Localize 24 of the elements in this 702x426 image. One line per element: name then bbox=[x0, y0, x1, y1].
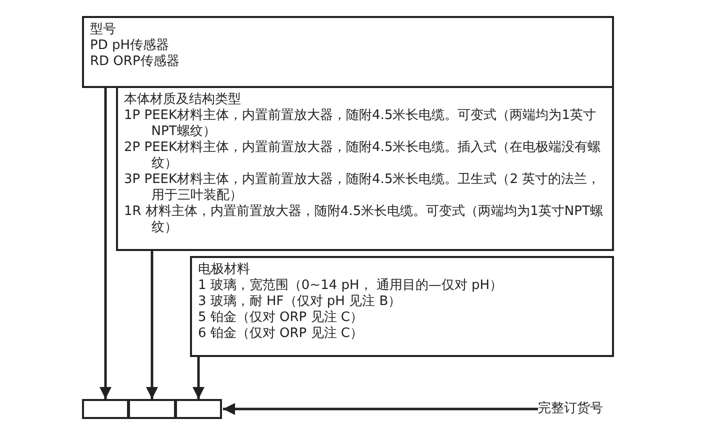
arrow bbox=[146, 251, 158, 399]
option-text: 2P PEEK材料主体，内置前置放大器，随附4.5米长电缆。插入式（在电极端没有螺纹） bbox=[124, 140, 602, 172]
option-text: 3P PEEK材料主体，内置前置放大器，随附4.5米长电缆。卫生式（2 英寸的法兰，用于三叶装配） bbox=[124, 172, 602, 204]
arrow bbox=[192, 357, 204, 399]
order-code-box bbox=[175, 399, 222, 419]
arrow bbox=[100, 88, 112, 399]
arrow bbox=[223, 403, 538, 415]
option-text: 1R 材料主体，内置前置放大器，随附4.5米长电缆。可变式（两端均为1英寸NPT螺纹） bbox=[124, 204, 604, 236]
model-box bbox=[82, 16, 614, 88]
option-text: RD ORP传感器 bbox=[90, 54, 180, 70]
option-text: 5 铂金（仅对 ORP 见注 C） bbox=[198, 310, 364, 326]
electrode-material-box bbox=[190, 256, 614, 357]
callout-text: 完整订货号 bbox=[538, 400, 604, 418]
box-heading: 型号 bbox=[90, 22, 117, 38]
option-text: PD pH传感器 bbox=[90, 38, 170, 54]
box-heading: 电极材料 bbox=[198, 262, 251, 278]
order-code-box bbox=[82, 399, 129, 419]
option-text: 6 铂金（仅对 ORP 见注 C） bbox=[198, 326, 364, 342]
option-text: 1P PEEK材料主体，内置前置放大器，随附4.5米长电缆。可变式（两端均为1英寸NPT螺纹） bbox=[124, 108, 597, 140]
option-text: 1 玻璃，宽范围（0~14 pH， 通用目的—仅对 pH） bbox=[198, 278, 504, 294]
box-heading: 本体材质及结构类型 bbox=[124, 92, 242, 108]
body-material-box bbox=[116, 86, 614, 251]
order-code-box bbox=[128, 399, 176, 419]
option-text: 3 玻璃，耐 HF（仅对 pH 见注 B） bbox=[198, 294, 402, 310]
